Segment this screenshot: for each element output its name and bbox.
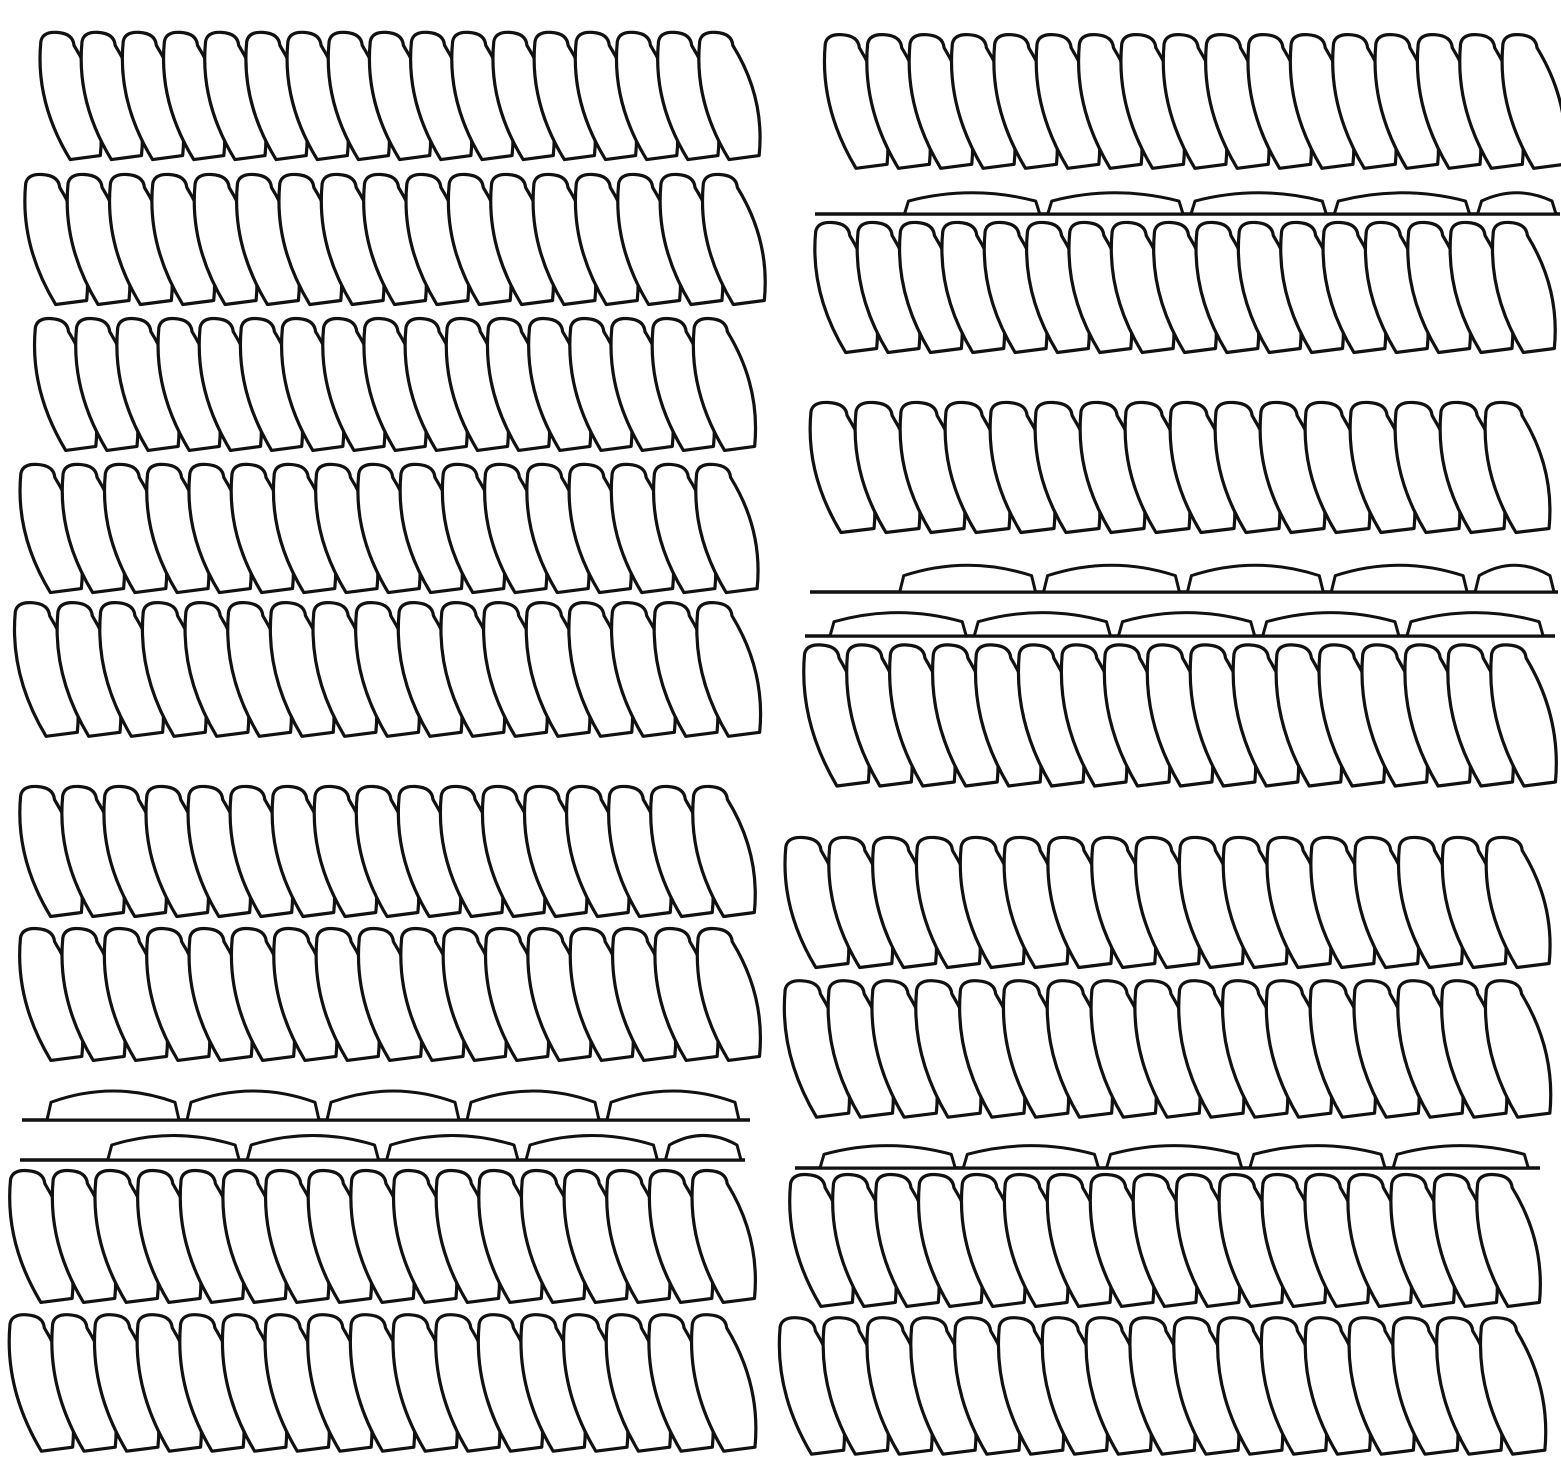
panel-c-row-4-slanted	[804, 645, 1557, 786]
panel-e-row-5-slanted	[779, 1318, 1545, 1454]
panel-d-row-2-slanted	[20, 929, 761, 1061]
flat-grain	[1048, 193, 1183, 214]
flat-grain	[904, 193, 1039, 214]
flat-grain	[820, 1146, 955, 1168]
panel-d-double-flat-layer	[9, 786, 760, 1451]
flat-grain	[327, 1091, 459, 1120]
panel-c-double-flat-layer	[804, 402, 1558, 786]
flat-grain	[1107, 1146, 1242, 1168]
flat-grain	[665, 1135, 741, 1160]
flat-grain	[1263, 613, 1399, 636]
panel-d-row-6-slanted	[9, 1315, 756, 1451]
panel-a-row-1-slanted	[40, 32, 760, 159]
panel-b-row-3-slanted	[815, 222, 1555, 352]
panel-d-row-1-slanted	[20, 786, 755, 916]
panel-c-row-3-flat	[805, 613, 1555, 636]
panel-a-row-2-slanted	[25, 174, 765, 304]
flat-grain	[1250, 1146, 1385, 1168]
panel-c-row-1-slanted	[810, 402, 1550, 532]
flat-grain	[47, 1091, 179, 1120]
panel-d-row-5-slanted	[10, 1171, 756, 1303]
flat-grain	[1393, 1146, 1528, 1168]
flat-grain	[1475, 565, 1554, 592]
flat-grain	[1191, 193, 1326, 214]
flat-grain	[830, 613, 966, 636]
panel-b-row-2-flat	[815, 193, 1560, 214]
flat-grain	[974, 613, 1110, 636]
flat-grain	[963, 1146, 1098, 1168]
flat-grain	[467, 1091, 599, 1120]
panel-e-row-3-flat	[795, 1146, 1540, 1168]
panel-c-row-2-flat	[810, 565, 1558, 592]
flat-grain	[526, 1135, 657, 1160]
panel-d-row-3-flat	[22, 1091, 750, 1120]
flat-grain	[900, 565, 1036, 592]
flat-grain	[1187, 565, 1323, 592]
panel-e-row-1-slanted	[785, 837, 1550, 967]
panel-e-single-flat-layer	[779, 837, 1550, 1454]
panel-a-row-4-slanted	[20, 464, 758, 592]
flat-grain	[607, 1091, 739, 1120]
flat-grain	[387, 1135, 518, 1160]
flat-grain	[247, 1135, 378, 1160]
flat-grain	[108, 1135, 239, 1160]
flat-grain	[1118, 613, 1254, 636]
panel-a-five-slanted-rows	[14, 32, 765, 736]
panel-a-row-3-slanted	[35, 319, 756, 451]
flat-grain	[1044, 565, 1180, 592]
panel-e-row-2-slanted	[784, 981, 1550, 1117]
panel-e-row-4-slanted	[790, 1175, 1541, 1307]
panel-b-single-flat-layer	[815, 35, 1561, 353]
flat-grain	[1331, 565, 1467, 592]
panel-d-row-4-flat	[20, 1135, 745, 1160]
panel-a-row-5-slanted	[14, 603, 760, 737]
flat-grain	[1407, 613, 1543, 636]
flat-grain	[1334, 193, 1469, 214]
flat-grain	[187, 1091, 319, 1120]
panel-b-row-1-slanted	[824, 35, 1561, 169]
flat-grain	[1478, 193, 1556, 214]
